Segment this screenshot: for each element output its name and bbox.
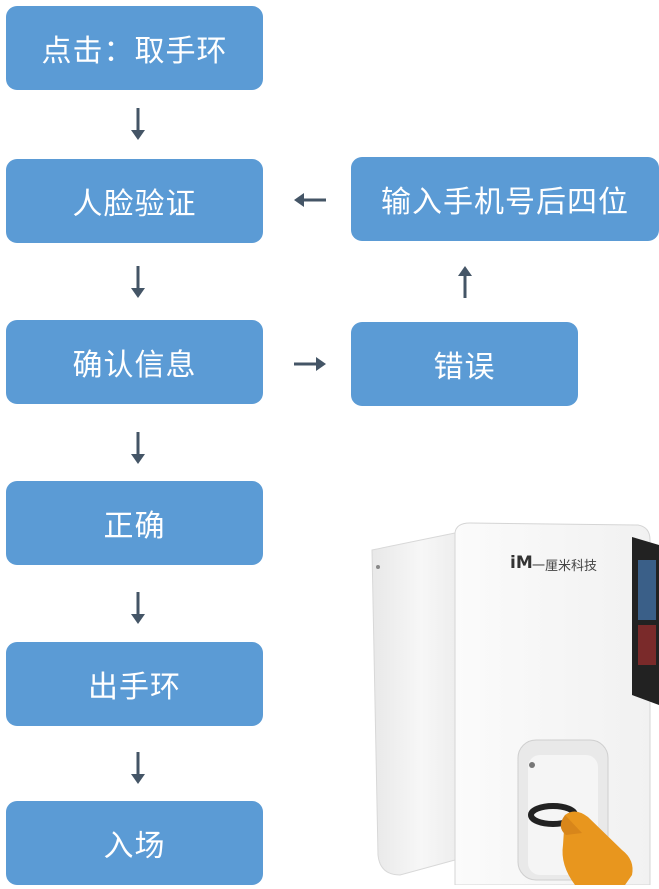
step-label: 人脸验证	[72, 187, 197, 222]
step-label: 确认信息	[72, 348, 197, 383]
step-error: 错误	[351, 322, 578, 406]
arrow-down-icon	[128, 264, 148, 300]
arrow-down-icon	[128, 590, 148, 626]
step-label: 正确	[103, 509, 166, 544]
step-dispense-band: 出手环	[6, 642, 263, 726]
brand-logo-icon: iM	[510, 553, 533, 573]
step-correct: 正确	[6, 481, 263, 565]
arrow-up-icon	[455, 264, 475, 300]
arrow-down-icon	[128, 750, 148, 786]
brand-name: 一厘米科技	[532, 559, 598, 574]
arrow-down-icon	[128, 430, 148, 466]
wristband-kiosk-image	[360, 515, 659, 886]
arrow-left-icon	[292, 190, 328, 210]
step-face-verify: 人脸验证	[6, 159, 263, 243]
step-label: 点击：取手环	[41, 34, 228, 69]
step-click-take-band: 点击：取手环	[6, 6, 263, 90]
step-enter-phone-last4: 输入手机号后四位	[351, 157, 659, 241]
arrow-down-icon	[128, 106, 148, 142]
step-confirm-info: 确认信息	[6, 320, 263, 404]
step-label: 错误	[433, 350, 496, 385]
step-label: 入场	[103, 829, 166, 864]
step-enter: 入场	[6, 801, 263, 885]
arrow-right-icon	[292, 354, 328, 374]
step-label: 出手环	[88, 670, 181, 705]
step-label: 输入手机号后四位	[381, 185, 629, 220]
